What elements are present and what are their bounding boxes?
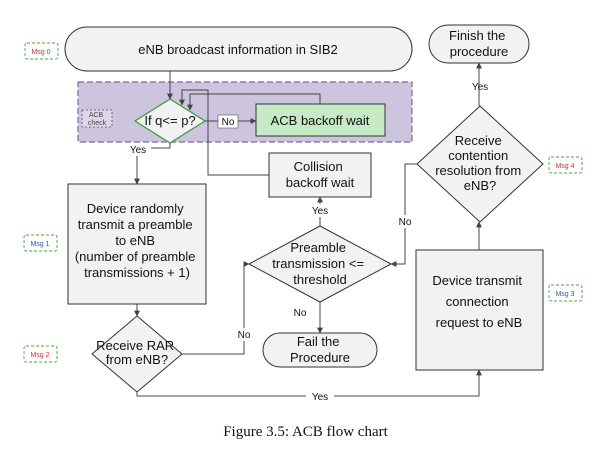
preamble-threshold-line3: threshold xyxy=(293,272,346,287)
msg4-tag-label: Msg 4 xyxy=(555,163,574,170)
edge-label-bg-yes-rar xyxy=(306,390,334,403)
device-preamble-node xyxy=(67,183,207,305)
device-connection-line2: connection xyxy=(446,294,509,309)
edge-label-no-fail: No xyxy=(294,308,307,319)
msg1-tag-label: Msg 1 xyxy=(30,241,49,248)
q-le-p-label: If q<= p? xyxy=(144,113,195,128)
preamble-threshold-label: Preamble transmission <= threshold xyxy=(272,240,367,287)
edge-acb-backoff-loop xyxy=(187,93,321,111)
edge-collision-backoff-loop xyxy=(179,89,269,176)
msg3-tag-label: Msg 3 xyxy=(555,291,574,298)
edge-q-yes-to-device-preamble xyxy=(134,143,171,185)
receive-rar-line1: Receive RAR xyxy=(96,338,174,353)
acb-check-tag-line2: check xyxy=(88,120,107,127)
edge-label-no-contention: No xyxy=(399,217,412,228)
edge-label-bg-yes-collision xyxy=(306,204,334,217)
edge-label-yes-collision: Yes xyxy=(312,206,328,217)
acb-check-tag-label: ACB check xyxy=(88,112,107,127)
finish-label-line2: procedure xyxy=(450,44,509,59)
receive-contention-label: Receive contention resolution from eNB? xyxy=(435,133,525,193)
msg2-tag-label: Msg 2 xyxy=(30,352,49,359)
edge-rar-no-to-threshold xyxy=(182,261,250,355)
sib2-broadcast-label: eNB broadcast information in SIB2 xyxy=(138,42,337,57)
finish-label: Finish the procedure xyxy=(449,28,509,59)
edge-label-bg-no-contention xyxy=(395,215,415,228)
fail-label-line2: Procedure xyxy=(290,350,350,365)
msg0-tag-label: Msg 0 xyxy=(31,49,50,56)
device-connection-label: Device transmit connection request to eN… xyxy=(432,273,525,330)
sib2-broadcast-node xyxy=(64,26,413,72)
edge-label-yes-acb: Yes xyxy=(130,145,146,156)
msg4-tag xyxy=(548,156,583,174)
device-connection-line1: Device transmit xyxy=(432,273,522,288)
preamble-threshold-line2: transmission <= xyxy=(272,256,364,271)
receive-contention-line2: contention xyxy=(448,148,508,163)
msg1-tag xyxy=(23,234,58,252)
device-preamble-line1: Device randomly xyxy=(87,201,184,216)
receive-contention-line1: Receive xyxy=(455,133,502,148)
edge-label-no-rar: No xyxy=(238,330,251,341)
fail-label-line1: Fail the xyxy=(297,334,340,349)
device-preamble-label: Device randomly transmit a preamble to e… xyxy=(75,201,199,280)
acb-backoff-node xyxy=(255,103,386,137)
device-preamble-line4: (number of preamble xyxy=(75,249,196,264)
device-preamble-line2: transmit a preamble xyxy=(78,217,193,232)
receive-contention-line4: eNB? xyxy=(464,178,497,193)
msg3-tag xyxy=(548,284,583,302)
receive-rar-line2: from eNB? xyxy=(106,352,168,367)
device-preamble-line3: to eNB xyxy=(115,233,155,248)
collision-backoff-line2: backoff wait xyxy=(286,175,355,190)
device-preamble-line5: transmissions + 1) xyxy=(84,265,190,280)
collision-backoff-line1: Collision xyxy=(294,159,343,174)
device-connection-node xyxy=(415,249,544,371)
acb-check-tag-line1: ACB xyxy=(89,112,104,119)
edge-label-bg-yes-acb xyxy=(125,143,151,156)
finish-label-line1: Finish the xyxy=(449,28,505,43)
figure-caption: Figure 3.5: ACB flow chart xyxy=(223,424,388,440)
fail-label: Fail the Procedure xyxy=(290,334,350,365)
edge-label-bg-no-rar xyxy=(234,328,254,341)
edge-label-bg-no-fail xyxy=(290,306,310,319)
receive-rar-label: Receive RAR from eNB? xyxy=(96,338,178,367)
acb-backoff-label: ACB backoff wait xyxy=(271,113,370,128)
device-connection-line3: request to eNB xyxy=(436,315,523,330)
edge-contention-no-to-threshold xyxy=(390,163,417,267)
edge-label-no-acb: No xyxy=(222,117,235,128)
edge-label-bg-no-acb xyxy=(217,114,239,129)
edge-label-yes-finish: Yes xyxy=(472,82,488,93)
acb-check-tag xyxy=(81,109,113,128)
receive-contention-line3: resolution from xyxy=(435,163,521,178)
edge-label-yes-rar: Yes xyxy=(312,392,328,403)
msg0-tag xyxy=(24,42,59,60)
msg2-tag xyxy=(23,345,58,363)
preamble-threshold-line1: Preamble xyxy=(290,240,346,255)
collision-backoff-label: Collision backoff wait xyxy=(286,159,355,190)
